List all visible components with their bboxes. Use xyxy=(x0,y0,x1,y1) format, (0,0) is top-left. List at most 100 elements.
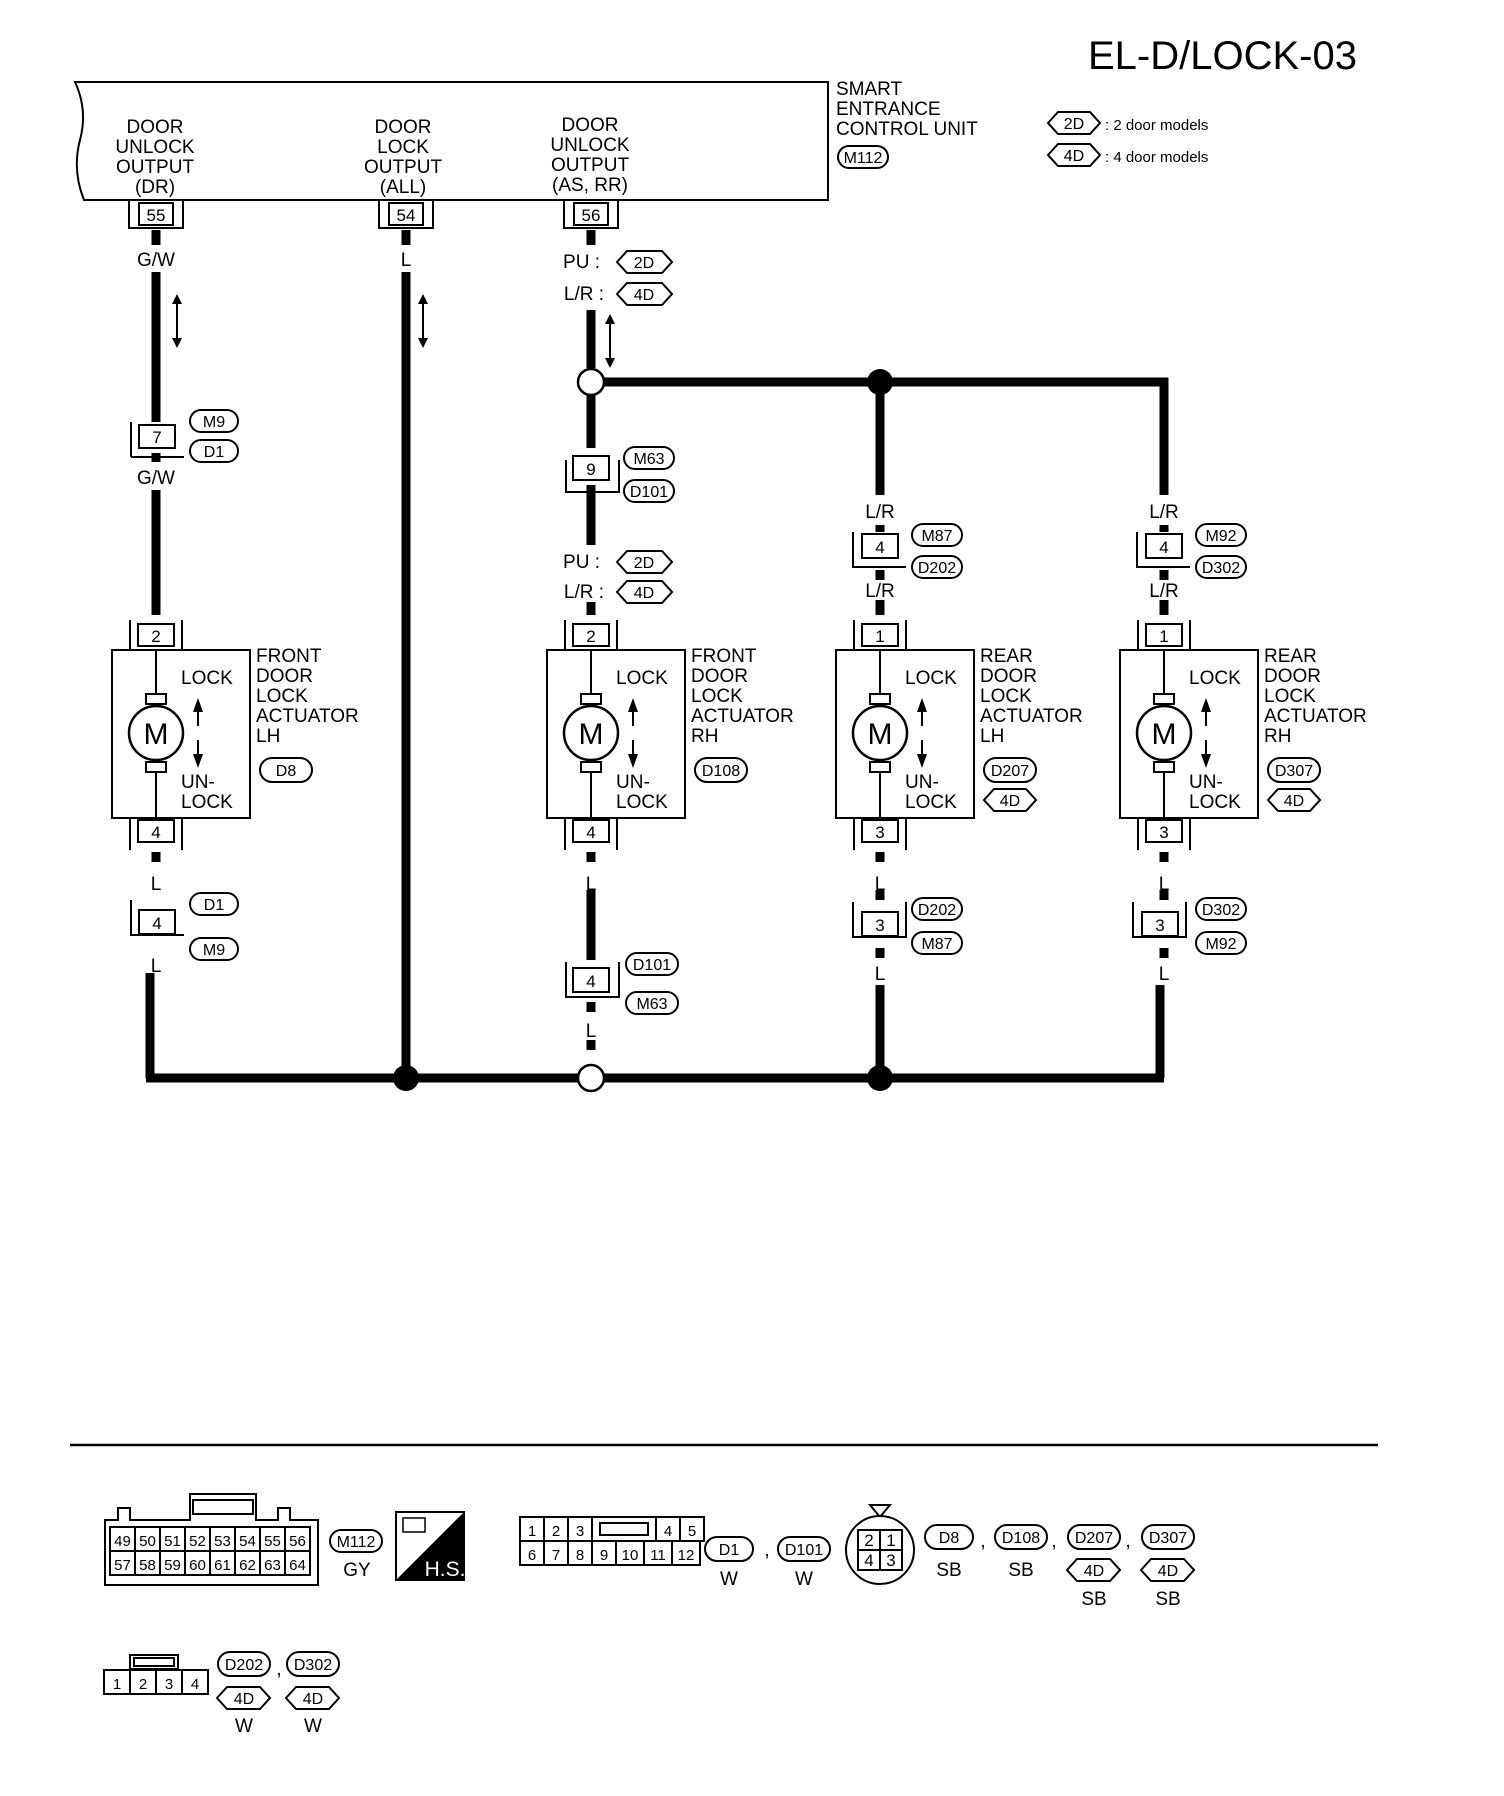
legend-2d: 2D : 2 door models xyxy=(1046,111,1208,135)
svg-text:H.S.: H.S. xyxy=(425,1558,466,1581)
pin-number: 7 xyxy=(552,1547,560,1564)
svg-text:PU :: PU : xyxy=(563,252,600,273)
svg-text:4D: 4D xyxy=(634,585,654,602)
svg-text:D101: D101 xyxy=(633,957,671,974)
svg-text:D108: D108 xyxy=(1002,1530,1040,1547)
svg-text:D307: D307 xyxy=(1149,1530,1187,1547)
pin-number: 4 xyxy=(191,1676,199,1693)
connector-4-rear-lh: 4 M87 D202 xyxy=(852,523,963,579)
pin-number: 8 xyxy=(576,1547,584,1564)
svg-text:1: 1 xyxy=(886,1531,895,1550)
svg-text:4D: 4D xyxy=(234,1691,254,1708)
connector-4-front-lh: 4 D1 M9 xyxy=(130,892,239,961)
svg-text:56: 56 xyxy=(582,206,601,225)
pin-number: 11 xyxy=(650,1547,666,1564)
actuator-name: RH xyxy=(1264,726,1291,747)
svg-text:D202: D202 xyxy=(918,902,956,919)
page-title: EL-D/LOCK-03 xyxy=(1088,34,1357,78)
svg-text:,: , xyxy=(1051,1531,1056,1552)
svg-text:M112: M112 xyxy=(337,1534,376,1551)
svg-text:4: 4 xyxy=(586,972,595,991)
actuator-name: LOCK xyxy=(256,686,308,707)
svg-text:LOCK: LOCK xyxy=(377,137,429,158)
pin-number: 12 xyxy=(678,1547,695,1564)
lock-label: LOCK xyxy=(905,668,957,689)
svg-text:UNLOCK: UNLOCK xyxy=(115,137,195,158)
pin-number: 1 xyxy=(113,1676,121,1693)
svg-text:4: 4 xyxy=(1159,538,1168,557)
actuator-name: DOOR xyxy=(980,666,1037,687)
svg-text:DOOR: DOOR xyxy=(562,115,619,136)
pin-number: 63 xyxy=(264,1557,281,1574)
svg-text:D202: D202 xyxy=(225,1657,263,1674)
pin-number: 1 xyxy=(528,1523,536,1540)
svg-text:D8: D8 xyxy=(939,1530,960,1547)
actuator-bottom-pin: 3 xyxy=(875,823,884,842)
actuator-name: LOCK xyxy=(691,686,743,707)
model-tag: 4D xyxy=(1000,793,1020,810)
arrow-icon xyxy=(418,294,428,348)
unlock-label: UN- xyxy=(616,772,650,793)
svg-text:W: W xyxy=(304,1716,322,1737)
svg-text:(AS, RR): (AS, RR) xyxy=(552,175,628,196)
svg-text:54: 54 xyxy=(397,206,416,225)
wire-label: L/R xyxy=(1149,581,1179,602)
splice-top-open xyxy=(576,367,606,397)
unlock-label: UN- xyxy=(905,772,939,793)
actuator-name: LH xyxy=(256,726,280,747)
svg-text:M87: M87 xyxy=(921,936,952,953)
ecu-pin-55: 55 xyxy=(128,200,184,229)
motor-icon xyxy=(562,704,620,762)
svg-text:2D: 2D xyxy=(634,555,654,572)
svg-text:2: 2 xyxy=(864,1531,873,1550)
svg-text:4: 4 xyxy=(152,914,161,933)
svg-text:M112: M112 xyxy=(844,150,883,167)
svg-text:SMART: SMART xyxy=(836,79,903,100)
wire-label: L xyxy=(151,874,162,895)
pin-number: 60 xyxy=(189,1557,206,1574)
pin-number: 56 xyxy=(289,1533,306,1550)
arrow-down-icon xyxy=(628,754,638,768)
pin-number: 49 xyxy=(114,1533,131,1550)
actuator-top-pin: 2 xyxy=(151,627,160,646)
svg-text:D207: D207 xyxy=(1075,1530,1113,1547)
output-dr-label: DOOR UNLOCK OUTPUT (DR) xyxy=(115,117,195,198)
svg-text:3: 3 xyxy=(1155,916,1164,935)
svg-text:D101: D101 xyxy=(630,484,668,501)
wire-label: G/W xyxy=(137,468,175,489)
lock-label: LOCK xyxy=(1189,668,1241,689)
svg-text:,: , xyxy=(276,1659,281,1680)
lock-label: LOCK xyxy=(616,668,668,689)
pin-number: 54 xyxy=(239,1533,256,1550)
svg-text:CONTROL UNIT: CONTROL UNIT xyxy=(836,119,978,140)
pin-number: 62 xyxy=(239,1557,256,1574)
svg-text:(DR): (DR) xyxy=(135,177,175,198)
actuator-connector: D8 xyxy=(276,763,297,780)
svg-text:3: 3 xyxy=(886,1551,895,1570)
pin-number: 57 xyxy=(114,1557,131,1574)
svg-text:UNLOCK: UNLOCK xyxy=(550,135,630,156)
actuator-connector: D307 xyxy=(1275,763,1313,780)
svg-text:4D: 4D xyxy=(303,1691,323,1708)
svg-text:W: W xyxy=(235,1716,253,1737)
ecu-pin-56: 56 xyxy=(563,200,619,229)
svg-text:4D: 4D xyxy=(1084,1563,1104,1580)
wire-label: L xyxy=(151,956,162,977)
actuator-rear-lh: 13MLOCKUN-LOCKREARDOORLOCKACTUATORLHD207… xyxy=(835,620,1083,850)
actuator-bottom-pin: 3 xyxy=(1159,823,1168,842)
motor-icon xyxy=(851,704,909,762)
lock-label: LOCK xyxy=(181,668,233,689)
svg-text:M: M xyxy=(144,718,169,751)
svg-text:OUTPUT: OUTPUT xyxy=(116,157,195,178)
svg-text:D1: D1 xyxy=(719,1542,740,1559)
wire-label: L xyxy=(1159,964,1170,985)
actuator-bottom-pin: 4 xyxy=(586,823,595,842)
wire-label: L xyxy=(401,250,412,271)
connector-view-d8: 2 1 4 3 D8 , D108 , D207 , D307 SB SB 4D… xyxy=(845,1504,1196,1610)
pin-number: 61 xyxy=(214,1557,231,1574)
svg-text:M92: M92 xyxy=(1205,936,1236,953)
actuator-name: FRONT xyxy=(691,646,757,667)
